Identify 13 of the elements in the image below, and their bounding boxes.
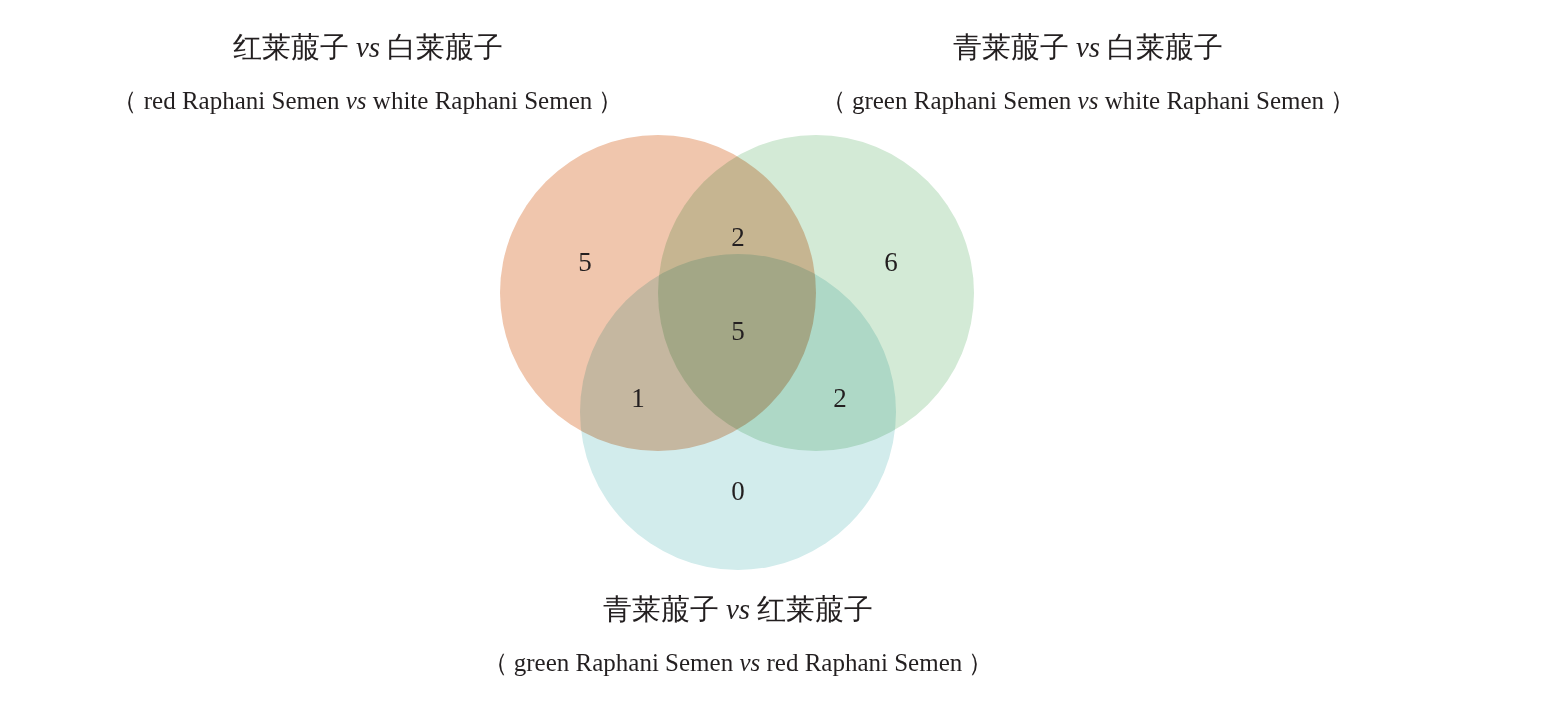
count-label: 6 <box>884 248 898 276</box>
set-title: 红莱菔子 vs 白莱菔子 <box>232 33 504 62</box>
set-subtitle: （ green Raphani Semen vs red Raphani Semen ） <box>482 650 994 675</box>
count-label: 0 <box>731 477 745 505</box>
count-label: 2 <box>833 384 847 412</box>
set-title: 青莱菔子 vs 白莱菔子 <box>952 33 1224 62</box>
count-label: 5 <box>578 248 592 276</box>
set-title: 青莱菔子 vs 红莱菔子 <box>602 595 874 624</box>
count-label: 5 <box>731 317 745 345</box>
set-subtitle: （ red Raphani Semen vs white Raphani Semen ） <box>112 88 624 113</box>
count-label: 1 <box>631 384 645 412</box>
set-subtitle: （ green Raphani Semen vs white Raphani Semen ） <box>820 88 1356 113</box>
count-label: 2 <box>731 223 745 251</box>
